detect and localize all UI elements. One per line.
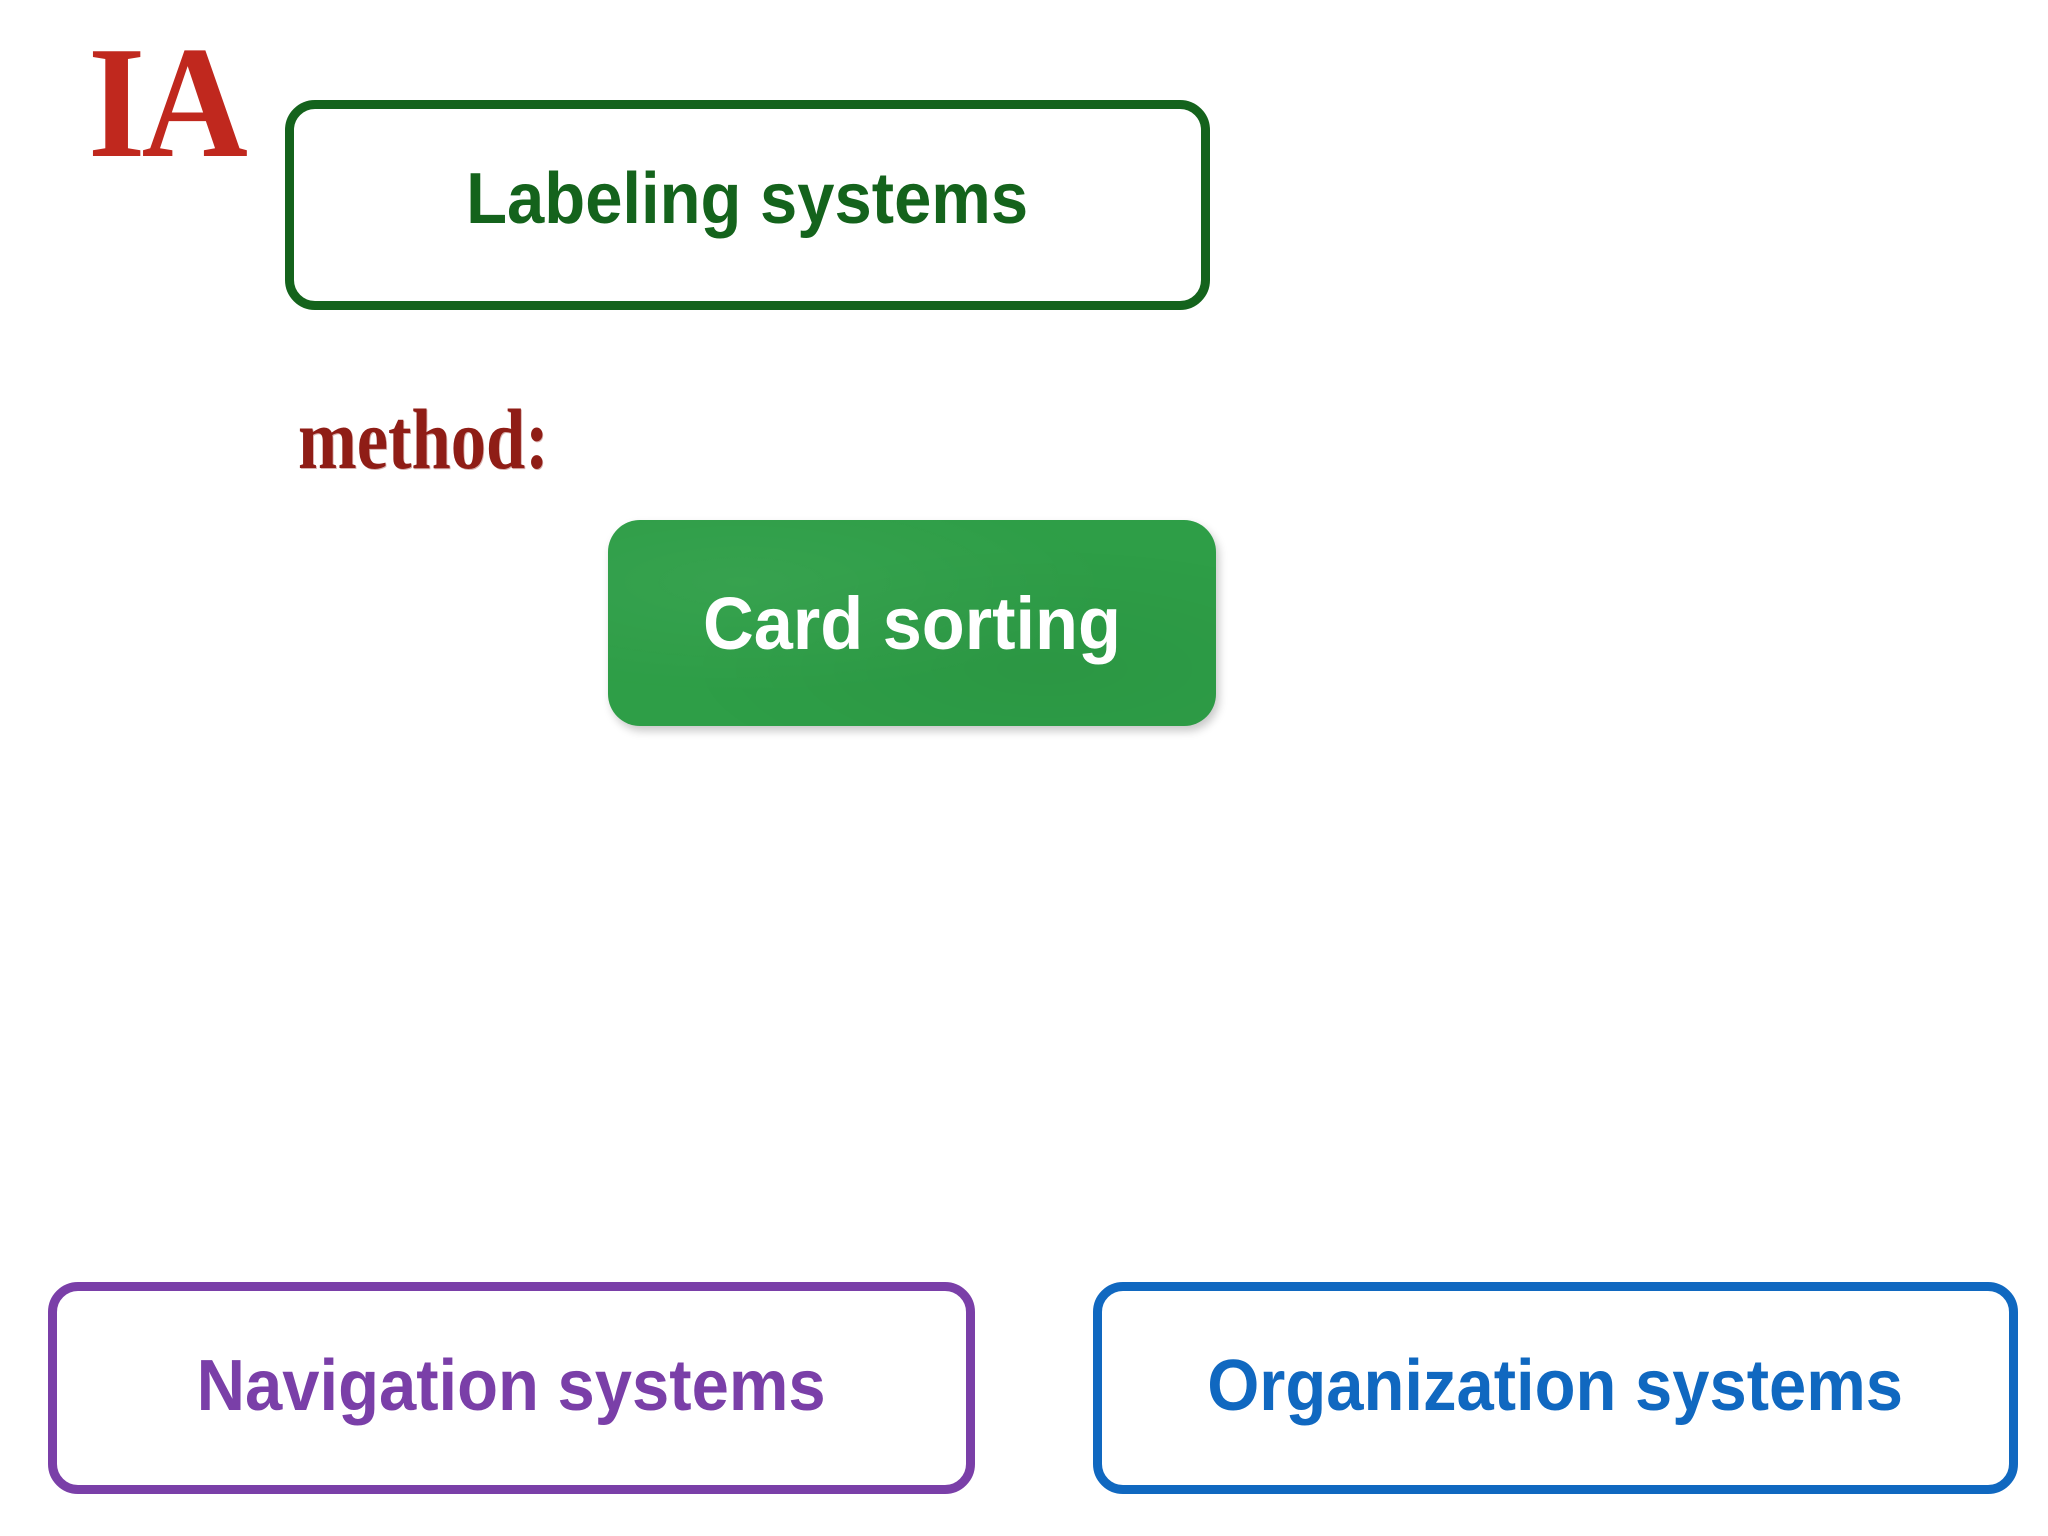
organization-systems-label: Organization systems (1207, 1346, 1904, 1426)
labeling-systems-box[interactable]: Labeling systems (285, 100, 1210, 310)
navigation-systems-label: Navigation systems (197, 1346, 826, 1426)
ia-logo: IA (88, 13, 248, 191)
organization-systems-box[interactable]: Organization systems (1093, 1282, 2018, 1494)
labeling-systems-label: Labeling systems (466, 159, 1029, 239)
card-sorting-button[interactable]: Card sorting (608, 520, 1216, 726)
card-sorting-label: Card sorting (703, 581, 1121, 665)
method-label: method: (298, 391, 549, 487)
navigation-systems-box[interactable]: Navigation systems (48, 1282, 975, 1494)
